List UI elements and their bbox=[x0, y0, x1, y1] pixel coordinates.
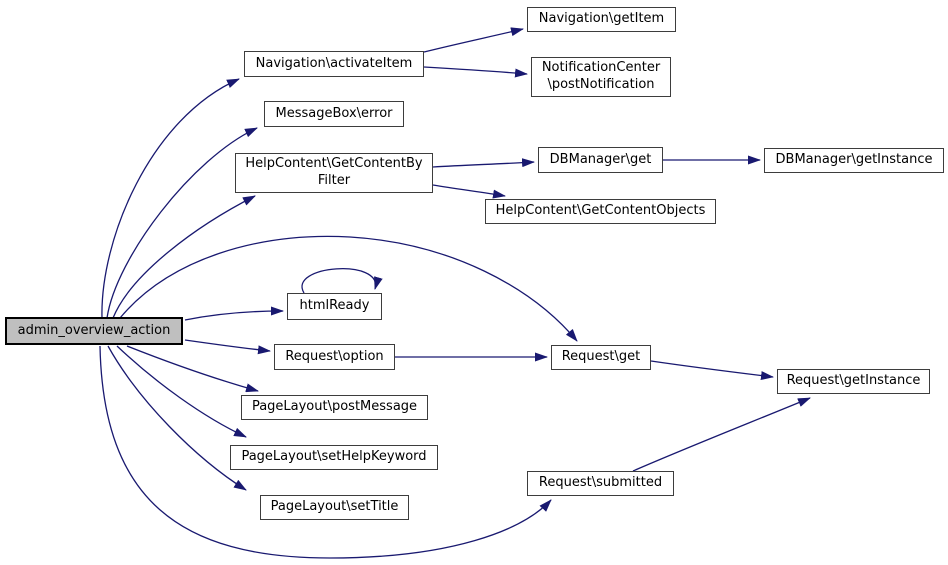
edge-admin-to-settitle bbox=[107, 345, 247, 491]
node-messagebox-error[interactable]: MessageBox\error bbox=[264, 101, 404, 127]
edge-admin-to-activateitem bbox=[101, 78, 240, 319]
node-label: Request\getInstance bbox=[786, 373, 921, 389]
node-navigation-getitem[interactable]: Navigation\getItem bbox=[527, 7, 676, 32]
node-label: htmlReady bbox=[299, 298, 370, 314]
edge-admin-to-getcontentbyfilter bbox=[112, 195, 256, 319]
node-label: PageLayout\setHelpKeyword bbox=[241, 449, 427, 465]
edge-request-submitted-to-getinstance bbox=[632, 397, 811, 472]
node-label: DBManager\getInstance bbox=[775, 152, 933, 168]
node-label-line1: HelpContent\GetContentBy bbox=[245, 156, 423, 172]
node-request-option[interactable]: Request\option bbox=[274, 344, 395, 370]
edge-admin-to-request-option bbox=[184, 339, 271, 355]
node-label: Request\get bbox=[561, 349, 641, 365]
node-dbmanager-getinstance[interactable]: DBManager\getInstance bbox=[764, 148, 944, 173]
edge-admin-to-htmlready bbox=[184, 306, 284, 321]
edge-admin-to-sethelpkeyword bbox=[116, 345, 247, 438]
edge-admin-to-request-submitted bbox=[99, 345, 552, 559]
edge-getcontentbyfilter-to-getcontentobjects bbox=[432, 184, 506, 199]
edge-activateitem-to-getitem bbox=[423, 27, 524, 53]
node-dbmanager-get[interactable]: DBManager\get bbox=[538, 147, 663, 173]
node-label: Navigation\getItem bbox=[538, 11, 665, 27]
node-label: admin_overview_action bbox=[17, 322, 171, 338]
node-request-submitted[interactable]: Request\submitted bbox=[527, 471, 674, 496]
node-request-get[interactable]: Request\get bbox=[551, 345, 651, 370]
node-notificationcenter-postnotification[interactable]: NotificationCenter \postNotification bbox=[531, 57, 671, 97]
node-label-line2: \postNotification bbox=[547, 77, 655, 92]
node-pagelayout-sethelpkeyword[interactable]: PageLayout\setHelpKeyword bbox=[230, 445, 438, 470]
edge-admin-to-messagebox-error bbox=[106, 127, 258, 319]
node-pagelayout-settitle[interactable]: PageLayout\setTitle bbox=[260, 495, 409, 520]
node-label: Request\submitted bbox=[538, 475, 663, 491]
edge-activateitem-to-postnotification bbox=[423, 66, 528, 78]
edge-admin-to-request-get bbox=[119, 235, 578, 342]
edge-getcontentbyfilter-to-dbmanager-get bbox=[432, 158, 535, 168]
edge-request-get-to-getinstance bbox=[650, 360, 774, 381]
node-label: HelpContent\GetContentObjects bbox=[495, 203, 706, 219]
node-label: Request\option bbox=[285, 348, 384, 364]
node-label: MessageBox\error bbox=[275, 105, 393, 121]
node-label-line1: NotificationCenter bbox=[541, 60, 661, 76]
edge-admin-to-postmessage bbox=[126, 345, 259, 393]
node-label: Navigation\activateItem bbox=[255, 55, 413, 71]
edge-htmlready-self-loop bbox=[301, 268, 383, 294]
node-admin-overview-action: admin_overview_action bbox=[5, 317, 183, 345]
node-pagelayout-postmessage[interactable]: PageLayout\postMessage bbox=[241, 395, 428, 420]
node-label: PageLayout\postMessage bbox=[251, 399, 418, 415]
node-helpcontent-getcontentobjects[interactable]: HelpContent\GetContentObjects bbox=[485, 199, 716, 224]
node-label: DBManager\get bbox=[549, 151, 652, 167]
node-label-line2: Filter bbox=[317, 173, 351, 188]
node-request-getinstance[interactable]: Request\getInstance bbox=[777, 369, 930, 394]
node-label: PageLayout\setTitle bbox=[270, 499, 399, 515]
node-navigation-activateitem[interactable]: Navigation\activateItem bbox=[244, 51, 424, 77]
node-htmlready[interactable]: htmlReady bbox=[287, 293, 382, 320]
node-helpcontent-getcontentbyfilter[interactable]: HelpContent\GetContentBy Filter bbox=[235, 153, 433, 193]
